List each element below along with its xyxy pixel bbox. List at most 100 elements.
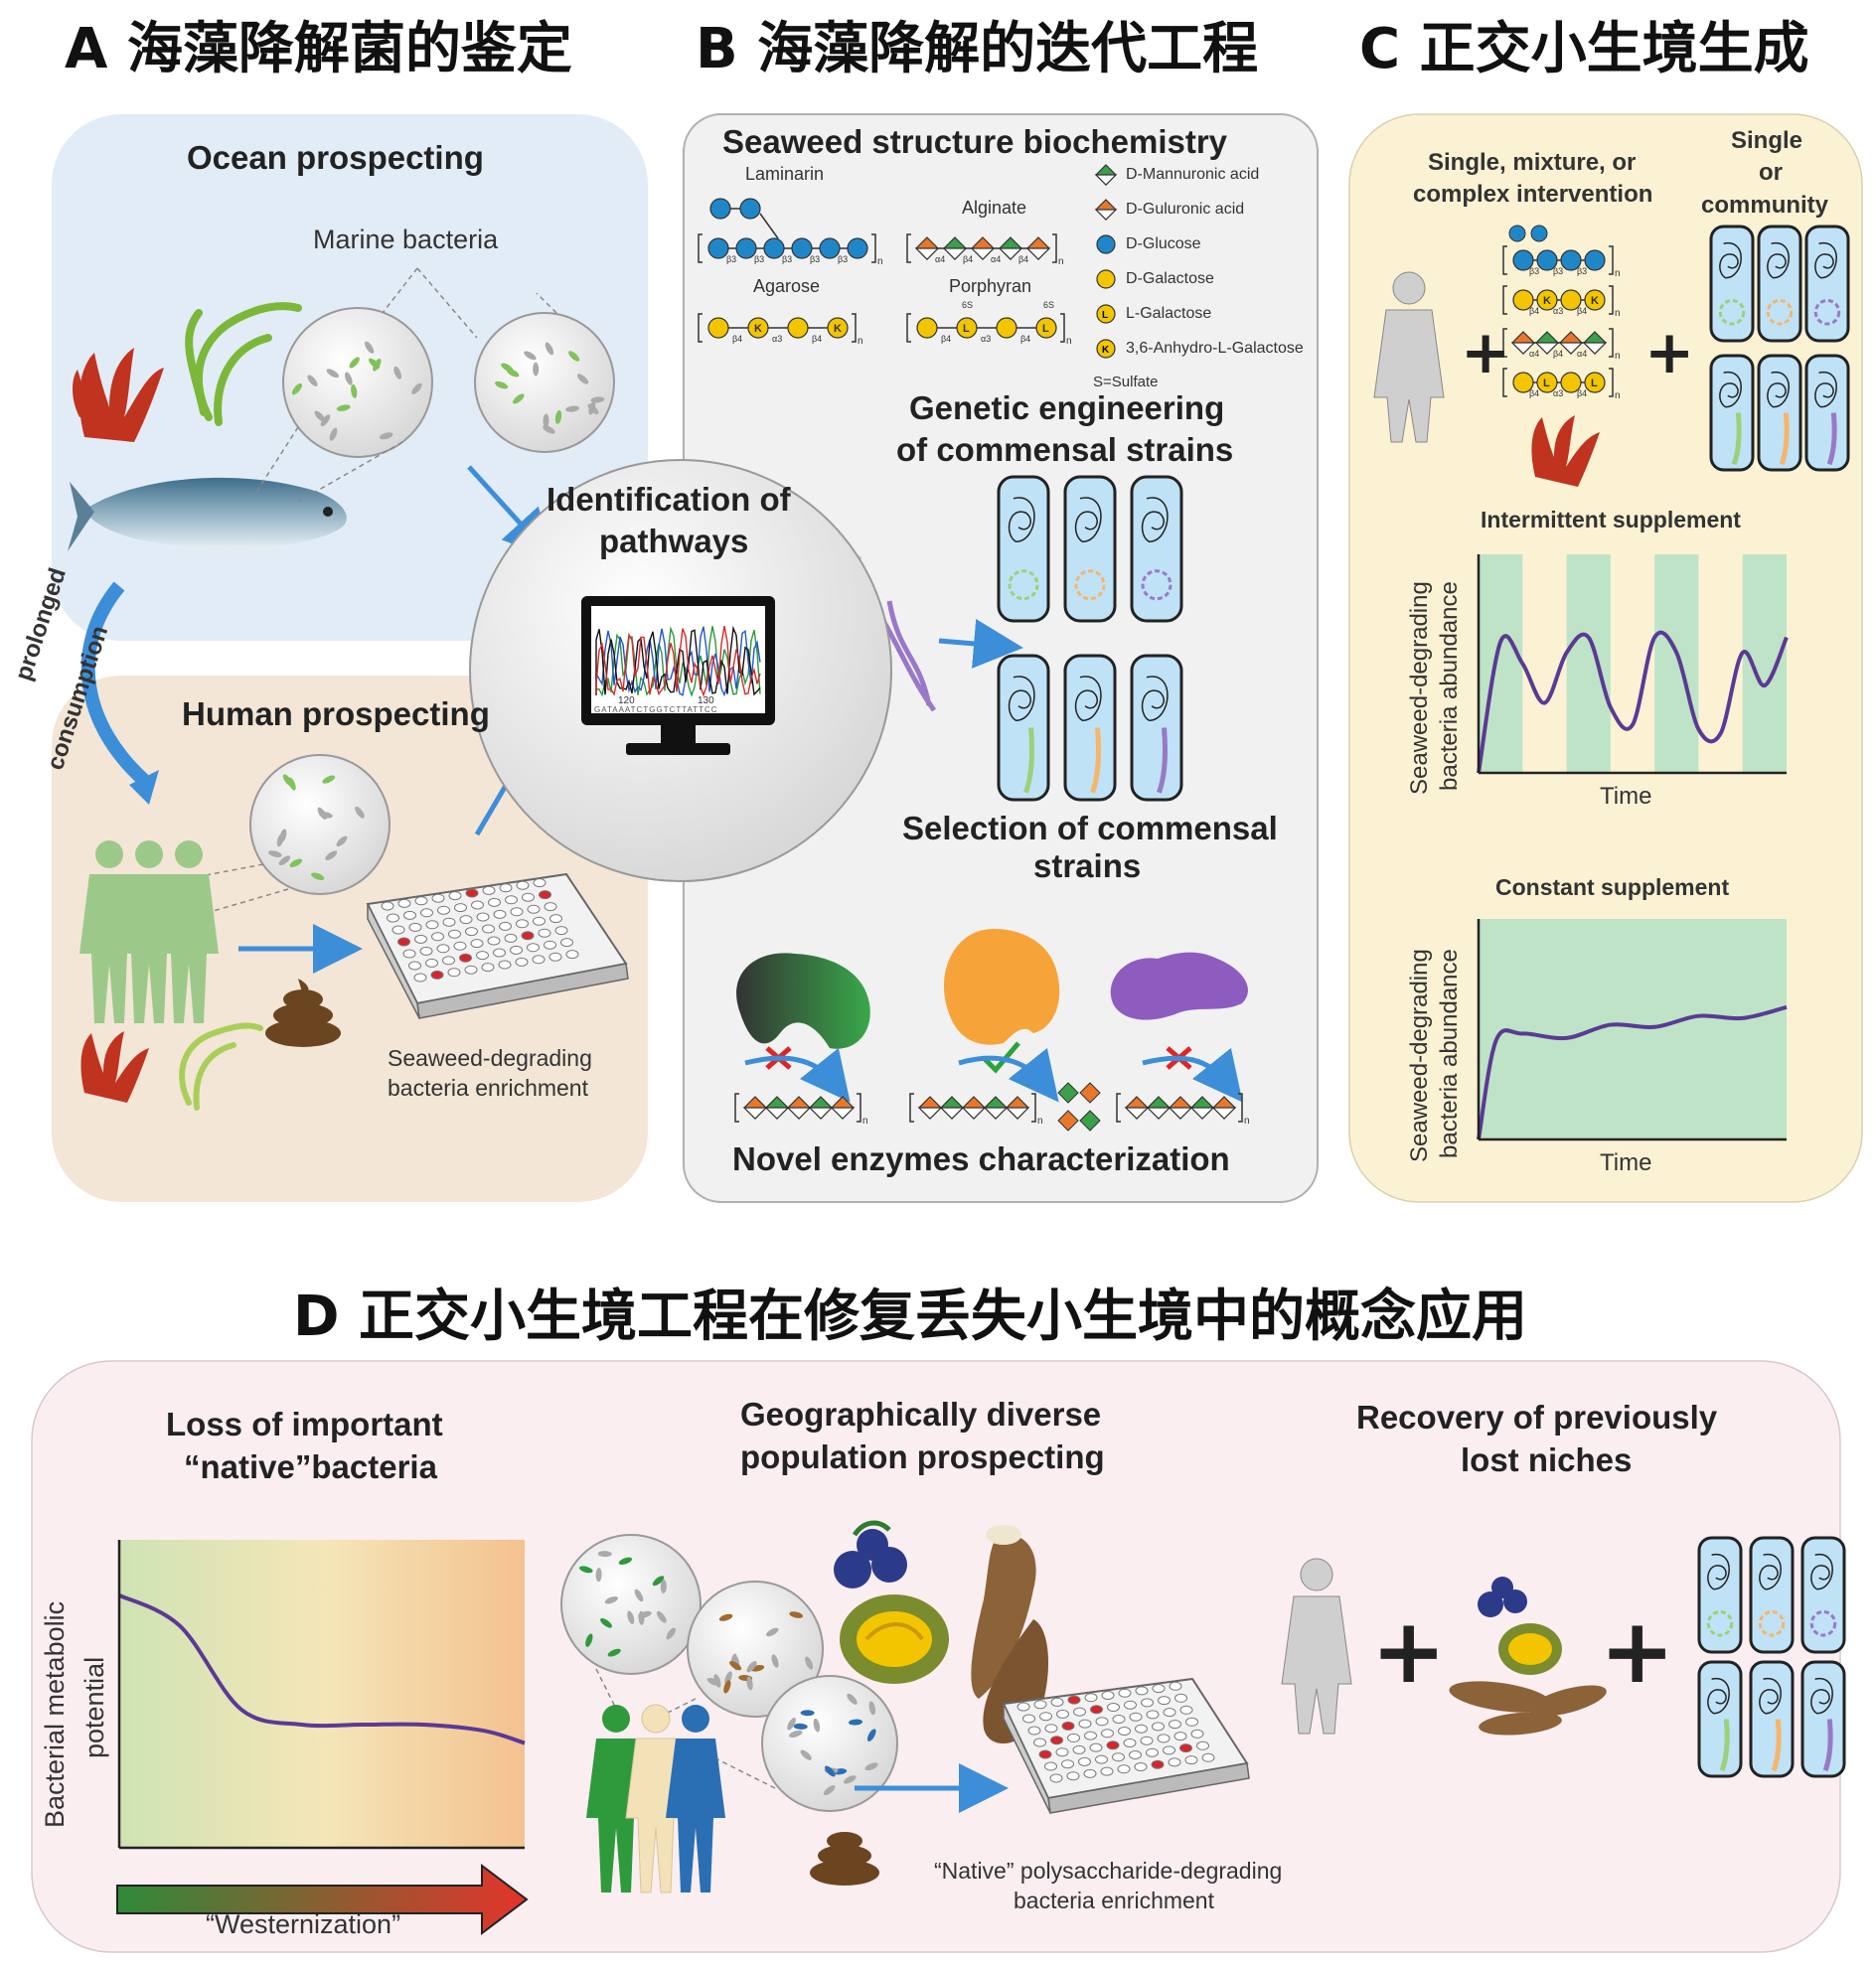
svg-text:α3: α3 — [1553, 306, 1563, 316]
svg-text:n: n — [862, 1116, 868, 1127]
intervention-label-2: complex intervention — [1413, 181, 1653, 208]
plot-background — [1479, 919, 1787, 1139]
identification-label-2: pathways — [599, 523, 749, 559]
structure-title: Seaweed structure biochemistry — [722, 123, 1228, 160]
svg-text:K: K — [754, 323, 762, 335]
well-plate-icon — [366, 872, 629, 1019]
enzyme-3-icon — [1110, 952, 1248, 1020]
svg-text:β3: β3 — [754, 254, 764, 264]
svg-text:β4: β4 — [1577, 388, 1587, 398]
svg-text:L: L — [963, 323, 970, 335]
bacteria-dots — [579, 1551, 677, 1657]
single-label-1: Single — [1731, 127, 1803, 154]
green-seaweed-icon-2 — [179, 1022, 263, 1111]
svg-text:β4: β4 — [1577, 306, 1587, 316]
red-seaweed-icon-c — [1531, 415, 1600, 487]
enzyme-1-icon — [736, 953, 870, 1049]
selected-strain-cells — [997, 654, 1183, 802]
supplement-band — [1654, 554, 1699, 773]
sulfate-note: S=Sulfate — [1093, 374, 1159, 390]
svg-text:L: L — [1591, 378, 1598, 389]
arrow-to-strains — [938, 619, 1023, 669]
svg-text:β4: β4 — [1529, 388, 1539, 398]
svg-text:K: K — [834, 323, 842, 335]
plus-sign-1: + — [1461, 318, 1511, 387]
svg-text:β3: β3 — [1553, 266, 1563, 276]
marine-bacteria-circle-2 — [474, 312, 615, 453]
marine-bacteria-label: Marine bacteria — [313, 225, 499, 254]
engineered-strain-cells — [997, 475, 1183, 623]
panel-a — [52, 114, 648, 1202]
geo-label-1: Geographically diverse — [740, 1396, 1102, 1433]
diverse-bacteria-circle-2 — [687, 1581, 824, 1718]
loss-label-2: “native”bacteria — [184, 1448, 437, 1485]
grey-human-icon — [1373, 271, 1445, 443]
svg-text:L: L — [1543, 378, 1550, 389]
svg-text:n: n — [1244, 1116, 1250, 1127]
enzyme-marks — [744, 1041, 1243, 1103]
diverse-humans-icon — [586, 1704, 725, 1893]
svg-text:6S: 6S — [1043, 300, 1054, 310]
enzyme-2-icon — [944, 929, 1060, 1045]
novel-enzymes-label: Novel enzymes characterization — [732, 1140, 1230, 1177]
svg-text:β4: β4 — [941, 334, 951, 344]
intervention-label-1: Single, mixture, or — [1428, 149, 1637, 176]
series-line — [118, 1592, 526, 1745]
svg-text:β4: β4 — [1529, 306, 1539, 316]
intermittent-xlabel: Time — [1600, 783, 1652, 810]
green-humans-icon — [79, 840, 219, 1023]
community-strain-cells — [1709, 225, 1850, 472]
svg-text:K: K — [1591, 295, 1599, 307]
single-label-3: community — [1701, 192, 1829, 219]
bacteria-dots — [787, 1693, 878, 1796]
panel-d — [31, 1360, 1846, 1953]
svg-text:β3: β3 — [782, 254, 792, 264]
zoom-lines-human — [158, 863, 289, 925]
green-seaweed-icon — [185, 302, 302, 426]
selection-label-1: Selection of commensal — [902, 810, 1278, 846]
constant-xlabel: Time — [1600, 1149, 1652, 1176]
bacteria-dots — [706, 1611, 814, 1694]
recovery-label-2: lost niches — [1461, 1441, 1633, 1478]
svg-text:n: n — [877, 256, 883, 267]
svg-text:α4: α4 — [935, 254, 945, 264]
genetic-engineering-label-2: of commensal strains — [896, 431, 1234, 468]
intermittent-chart — [1477, 554, 1789, 775]
svg-text:α4: α4 — [1577, 349, 1587, 359]
legend-label-1: D-Guluronic acid — [1126, 201, 1245, 218]
prolonged-arrow-head — [129, 770, 159, 805]
westernization-chart — [117, 1540, 526, 1850]
selection-label-2: strains — [1033, 847, 1142, 884]
diverse-bacteria-circle-1 — [560, 1534, 702, 1675]
prolonged-consumption-arrow — [80, 581, 154, 791]
bacteria-dots — [268, 774, 365, 880]
legend-label-3: D-Galactose — [1126, 270, 1214, 287]
enrichment-label-1: Seaweed-degrading — [388, 1045, 592, 1071]
svg-text:β4: β4 — [1018, 254, 1028, 264]
enrichment-label-2: bacteria enrichment — [388, 1075, 588, 1101]
panel-b-title: B 海藻降解的迭代工程 — [696, 17, 1259, 81]
svg-text:β3: β3 — [1529, 266, 1539, 276]
svg-text:L: L — [1102, 310, 1108, 321]
durian-icon-2 — [1498, 1623, 1562, 1675]
constant-ylabel-2: bacteria abundance — [1436, 949, 1463, 1158]
agarose-label: Agarose — [753, 276, 821, 296]
native-label-2: bacteria enrichment — [1014, 1888, 1214, 1913]
plus-sign-d1: + — [1371, 1599, 1447, 1704]
legend-label-2: D-Glucose — [1126, 235, 1201, 252]
red-seaweed-icon — [73, 348, 164, 442]
genetic-engineering-label-1: Genetic engineering — [909, 389, 1225, 426]
plot-background — [119, 1540, 525, 1848]
svg-text:K: K — [1102, 345, 1110, 356]
monosaccharide-legend: LK — [1094, 164, 1118, 359]
constant-title: Constant supplement — [1495, 874, 1730, 900]
bacteria-dots — [291, 341, 422, 441]
ocean-prospecting-label: Ocean prospecting — [187, 139, 484, 176]
intermittent-ylabel-1: Seaweed-degrading — [1406, 581, 1433, 795]
marine-bacteria-circle-1 — [282, 307, 433, 458]
svg-text:n: n — [1066, 336, 1072, 347]
